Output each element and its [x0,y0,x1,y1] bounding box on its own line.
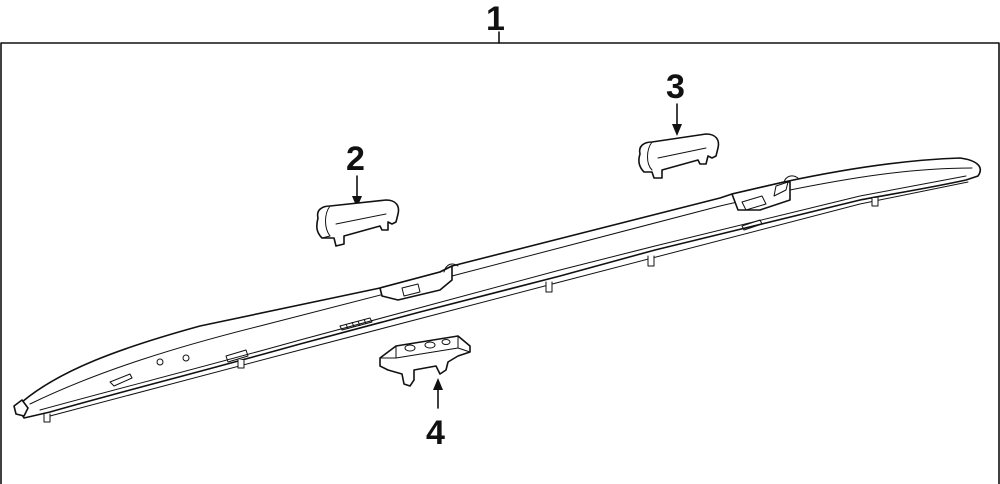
callout-3[interactable]: 3 [666,68,685,106]
roof-rail-part-icon[interactable] [13,157,982,423]
front-cover-part[interactable] [316,199,400,247]
leader-arrow-2 [352,175,362,208]
support-leg-part-icon [379,335,471,387]
leader-arrow-4 [433,378,443,409]
support-leg-part[interactable] [379,335,471,387]
end-cover-part-icon [638,133,720,179]
callout-4[interactable]: 4 [426,414,445,452]
end-cover-part-icon [316,199,400,247]
assembly-frame [0,31,1000,484]
callout-2[interactable]: 2 [346,140,365,178]
rear-cover-part[interactable] [638,133,720,179]
callout-1[interactable]: 1 [486,0,505,38]
leader-arrow-3 [672,103,682,136]
